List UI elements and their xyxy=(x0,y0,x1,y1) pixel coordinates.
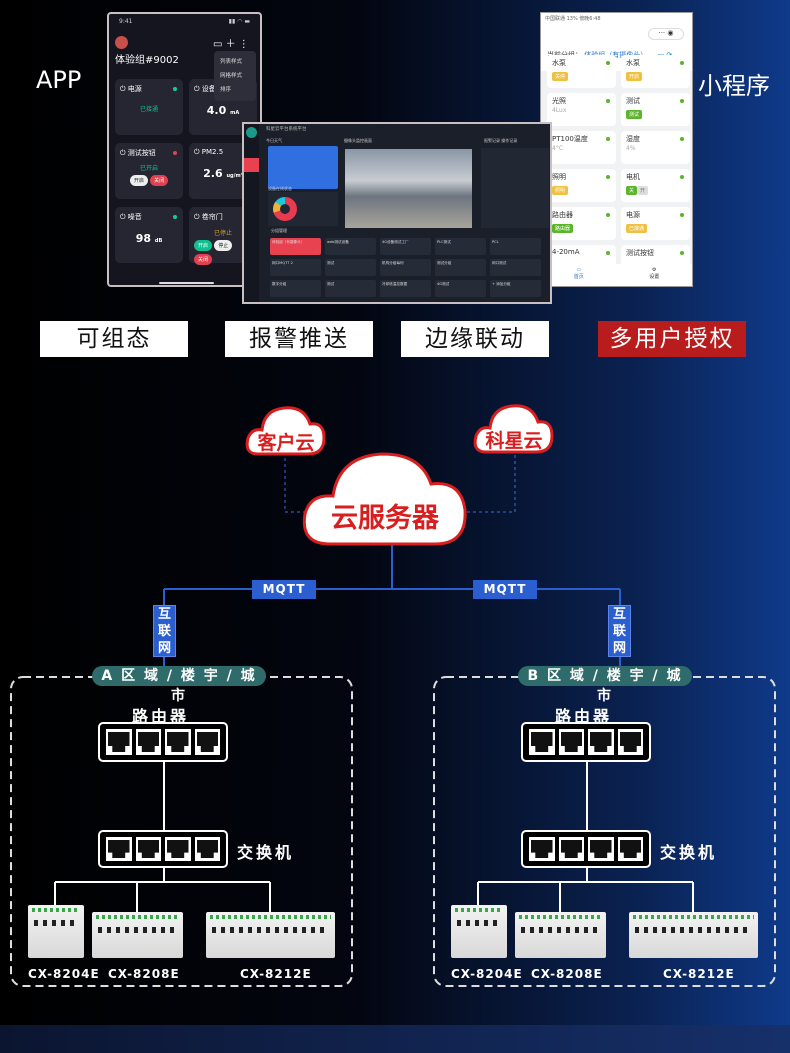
group-card[interactable]: 体验组（有摄像头） xyxy=(270,238,321,255)
feature-edge-linkage: 边缘联动 xyxy=(401,321,549,357)
zone-label: B 区 域 / 楼 宇 / 城 市 xyxy=(518,666,692,704)
app-label: APP xyxy=(36,66,82,94)
feature-multi-user: 多用户授权 xyxy=(598,321,746,357)
alarm-list xyxy=(481,148,549,228)
device-model-label: CX-8208E xyxy=(108,967,180,981)
relay-module-1 xyxy=(92,912,183,958)
internet-badge: 互联网 xyxy=(608,605,631,657)
device-status-label: 设备在线状态 xyxy=(268,186,292,191)
group-card[interactable]: PLC测试 xyxy=(435,238,486,255)
tab-home[interactable]: ▭首页 xyxy=(573,267,584,280)
group-card[interactable]: 网口测试 xyxy=(490,259,541,276)
kexing-cloud-label: 科星云 xyxy=(485,430,543,452)
router-icon xyxy=(98,722,228,762)
side-nav[interactable] xyxy=(244,124,259,302)
home-indicator xyxy=(159,282,214,284)
client-cloud-label: 客户云 xyxy=(257,432,315,454)
window-title: 科星云平台系统平台 xyxy=(266,127,307,132)
group-card[interactable]: 4G设备测试工厂 xyxy=(380,238,431,255)
mini-program-screenshot: 中国联通 13% 傍晚6:48 ··· ◉ 当前分组： 体验组（有摄像头） ⌄ … xyxy=(540,12,693,287)
device-card[interactable]: 水泵关停 xyxy=(547,55,616,88)
router-label: 路由器 xyxy=(132,707,190,726)
device-model-label: CX-8212E xyxy=(240,967,312,981)
group-card[interactable]: 冷却塔温控数据 xyxy=(380,280,431,297)
switch-icon xyxy=(98,830,228,868)
mqtt-badge: MQTT xyxy=(252,580,316,599)
footer-band xyxy=(0,1025,790,1053)
group-card[interactable]: PCL xyxy=(490,238,541,255)
relay-module-2 xyxy=(629,912,758,958)
weather-label: 今日天气 xyxy=(266,138,282,143)
device-model-label: CX-8208E xyxy=(531,967,603,981)
relay-module-2 xyxy=(206,912,335,958)
toolbar-icons[interactable]: ▭ ＋ ⋮ xyxy=(213,39,249,50)
zone-label: A 区 域 / 楼 宇 / 城 市 xyxy=(92,666,266,704)
device-card[interactable]: 电源已接通 xyxy=(621,207,690,240)
status-time: 9:41 xyxy=(119,18,133,25)
mqtt-badge: MQTT xyxy=(473,580,537,599)
on-button[interactable]: 开启 xyxy=(129,175,148,186)
relay-module-0 xyxy=(451,905,507,958)
device-model-label: CX-8212E xyxy=(663,967,735,981)
group-title: 体验组#9002 xyxy=(115,55,179,66)
router-label: 路由器 xyxy=(555,707,613,726)
switch-icon xyxy=(521,830,651,868)
relay-module-0 xyxy=(28,905,84,958)
camera-label: 摄像头监控画面 xyxy=(344,138,372,143)
device-card[interactable]: ⏻ 电源已接通 xyxy=(115,79,183,135)
device-card[interactable]: 路由器路由器 xyxy=(547,207,616,240)
switch-label: 交换机 xyxy=(660,843,718,862)
group-card[interactable]: 测试 xyxy=(325,280,376,297)
avatar[interactable] xyxy=(115,36,128,49)
feature-configurable: 可组态 xyxy=(40,321,188,357)
router-icon xyxy=(521,722,651,762)
device-model-label: CX-8204E xyxy=(451,967,523,981)
relay-module-1 xyxy=(515,912,606,958)
capsule-menu[interactable]: ··· ◉ xyxy=(648,28,684,40)
camera-feed[interactable] xyxy=(345,149,472,228)
device-status-panel xyxy=(268,192,338,226)
internet-badge: 互联网 xyxy=(153,605,176,657)
group-card[interactable]: 数字分组 xyxy=(270,280,321,297)
status-bar: 中国联通 13% 傍晚6:48 xyxy=(541,13,692,24)
group-card[interactable]: + 添加分组 xyxy=(490,280,541,297)
device-model-label: CX-8204E xyxy=(28,967,100,981)
feature-alarm-push: 报警推送 xyxy=(225,321,373,357)
view-menu[interactable]: 列表样式网格样式排序 xyxy=(214,51,256,101)
off-button[interactable]: 关闭 xyxy=(150,175,169,186)
group-card[interactable]: 网口MQTT 2 xyxy=(270,259,321,276)
group-section-label: 分组管理 xyxy=(271,228,287,233)
group-card[interactable]: 测试分组 xyxy=(435,259,486,276)
switch-label: 交换机 xyxy=(237,843,295,862)
record-tabs[interactable]: 报警记录 操作记录 xyxy=(484,138,518,143)
device-card[interactable]: 测试测试 xyxy=(621,93,690,126)
weather-card xyxy=(268,146,338,189)
group-card[interactable]: 测试 xyxy=(325,259,376,276)
group-card[interactable]: 4G测试 xyxy=(435,280,486,297)
cloud-icon xyxy=(245,404,554,546)
tab-settings[interactable]: ⚙设置 xyxy=(649,267,660,280)
desktop-screenshot: 科星云平台系统平台 今日天气 设备在线状态 摄像头监控画面 报警记录 操作记录 … xyxy=(242,122,552,304)
group-card[interactable]: web测试设备 xyxy=(325,238,376,255)
group-card[interactable]: 机构分组每何 xyxy=(380,259,431,276)
device-card[interactable]: 电机关开 xyxy=(621,169,690,202)
cloud-server-label: 云服务器 xyxy=(331,503,439,534)
mini-program-label: 小程序 xyxy=(698,72,770,100)
device-card[interactable]: ⏻ 测试按钮已开启开启 关闭 xyxy=(115,143,183,199)
device-card[interactable]: 照明照明 xyxy=(547,169,616,202)
signal-icon: ▮▮ ◠ ▬ xyxy=(228,18,250,25)
device-card[interactable]: 水泵开启 xyxy=(621,55,690,88)
